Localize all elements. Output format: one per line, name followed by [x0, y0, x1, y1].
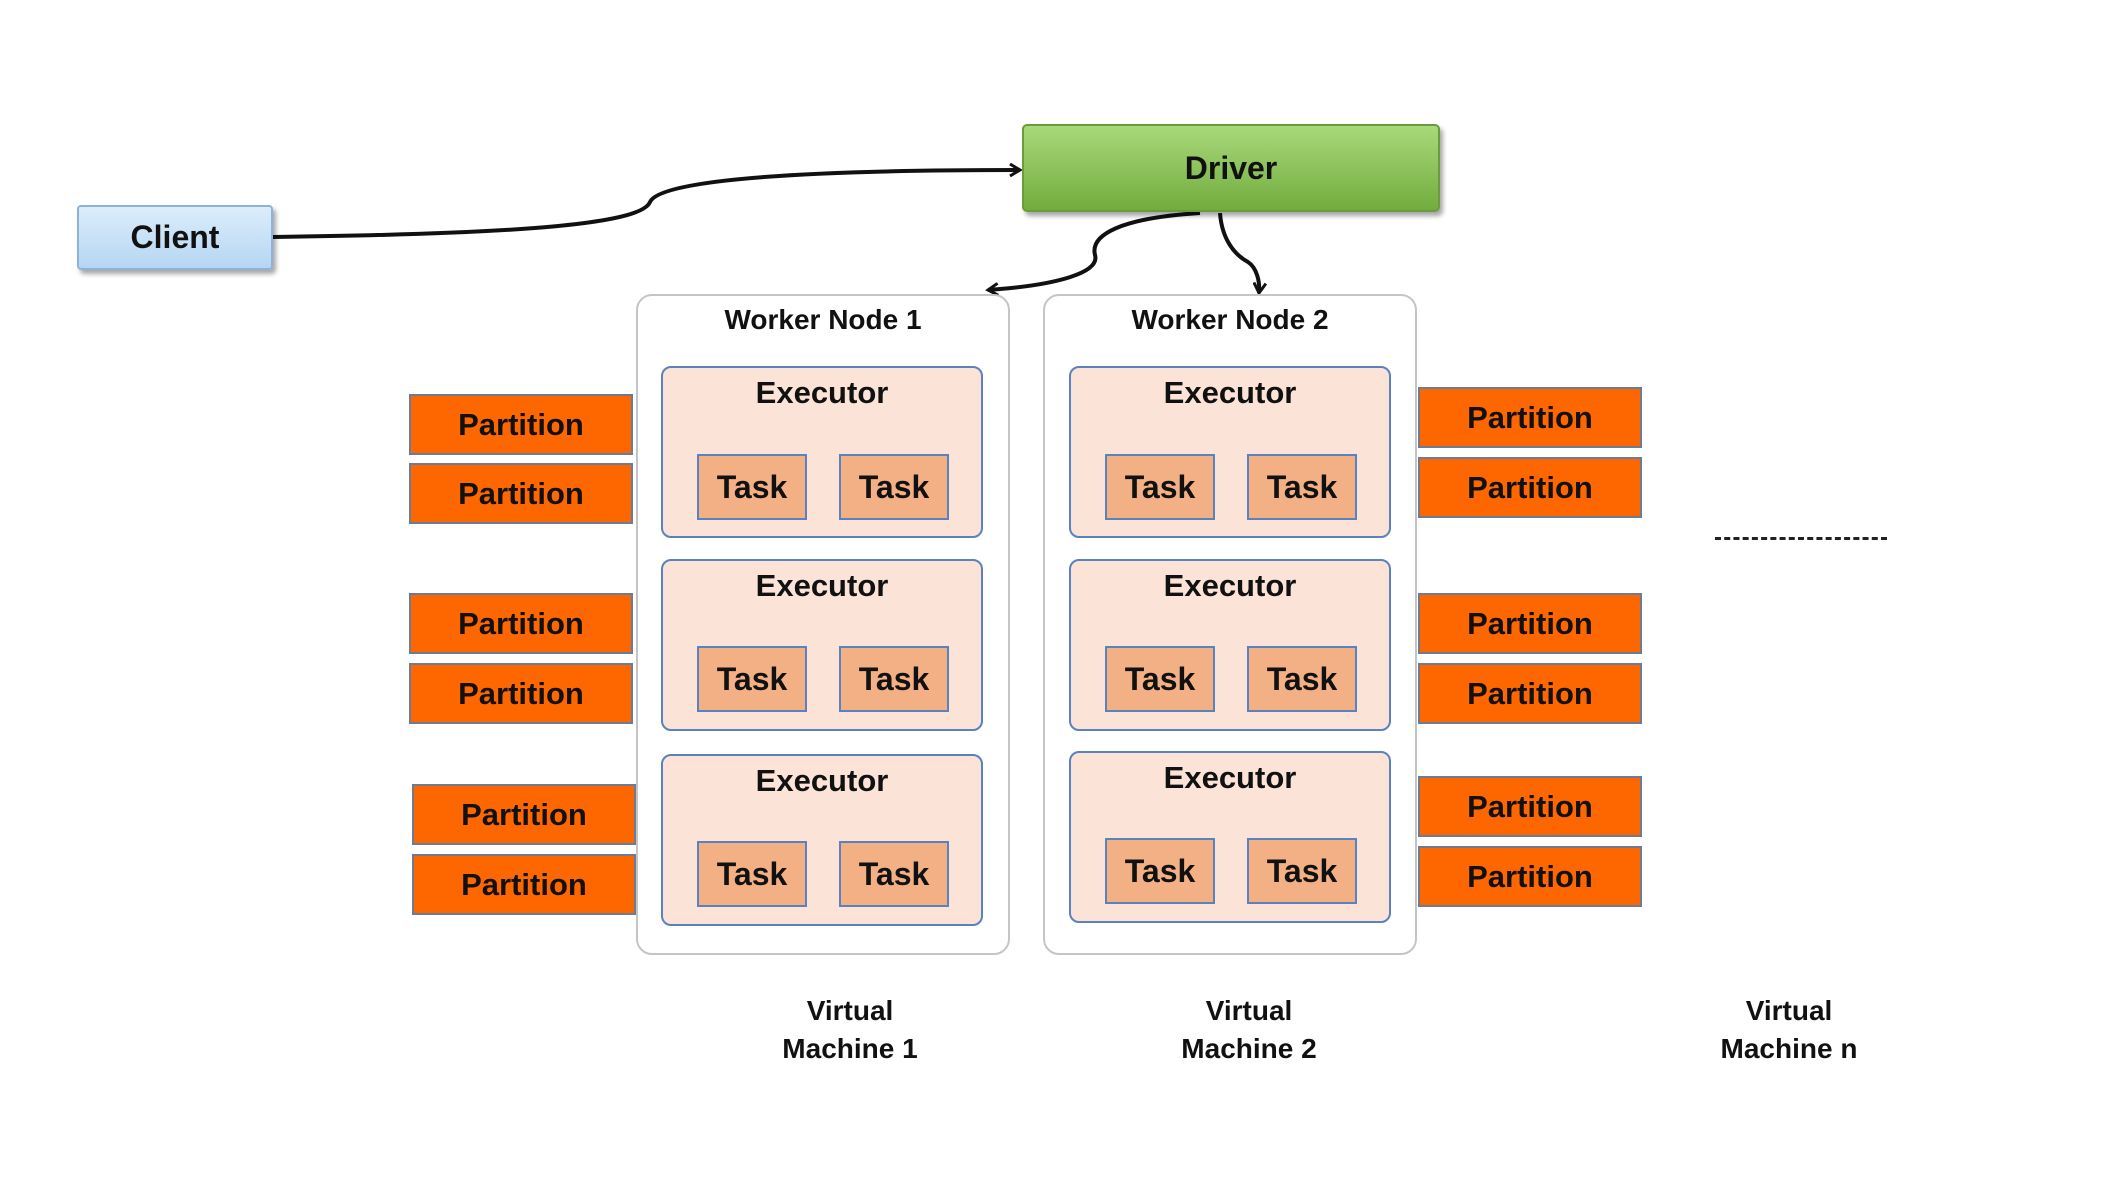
partition-box: Partition — [1418, 387, 1642, 448]
client-box: Client — [77, 205, 273, 270]
partition-box: Partition — [412, 784, 636, 845]
vm-n-line1: Virtual — [1745, 995, 1833, 1026]
task-box: Task — [1247, 454, 1357, 520]
partition-box: Partition — [409, 663, 633, 724]
partition-box: Partition — [412, 854, 636, 915]
task-box: Task — [697, 454, 807, 520]
worker-node-1-title: Worker Node 1 — [724, 304, 922, 335]
vm-n-label: Virtual Machine n — [1662, 992, 1916, 1068]
task-box: Task — [1247, 838, 1357, 904]
executor-label: Executor — [1163, 375, 1297, 410]
executor-label: Executor — [755, 375, 889, 410]
task-box: Task — [1105, 454, 1215, 520]
partition-box: Partition — [409, 593, 633, 654]
vm-1-line2: Machine 1 — [782, 1033, 918, 1064]
task-box: Task — [839, 646, 949, 712]
task-box: Task — [1247, 646, 1357, 712]
partition-box: Partition — [1418, 846, 1642, 907]
task-box: Task — [1105, 838, 1215, 904]
task-box: Task — [839, 454, 949, 520]
vm-2-line1: Virtual — [1205, 995, 1293, 1026]
vm-1-label: Virtual Machine 1 — [723, 992, 977, 1068]
more-nodes-dashes — [1715, 537, 1887, 540]
partition-box: Partition — [1418, 593, 1642, 654]
vm-1-line1: Virtual — [806, 995, 894, 1026]
task-box: Task — [1105, 646, 1215, 712]
driver-box: Driver — [1022, 124, 1440, 212]
client-to-driver-arrow — [272, 170, 1020, 239]
executor-label: Executor — [1163, 568, 1297, 603]
executor-label: Executor — [1163, 760, 1297, 795]
driver-to-node1-arrow — [988, 211, 1201, 290]
vm-n-line2: Machine n — [1720, 1033, 1858, 1064]
partition-box: Partition — [1418, 663, 1642, 724]
partition-box: Partition — [1418, 776, 1642, 837]
executor-label: Executor — [755, 568, 889, 603]
vm-2-line2: Machine 2 — [1181, 1033, 1317, 1064]
partition-box: Partition — [1418, 457, 1642, 518]
worker-node-2-title: Worker Node 2 — [1131, 304, 1329, 335]
task-box: Task — [697, 646, 807, 712]
task-box: Task — [697, 841, 807, 907]
task-box: Task — [839, 841, 949, 907]
executor-label: Executor — [755, 763, 889, 798]
partition-box: Partition — [409, 394, 633, 455]
vm-2-label: Virtual Machine 2 — [1122, 992, 1376, 1068]
driver-to-node2-arrow — [1218, 212, 1259, 293]
partition-box: Partition — [409, 463, 633, 524]
